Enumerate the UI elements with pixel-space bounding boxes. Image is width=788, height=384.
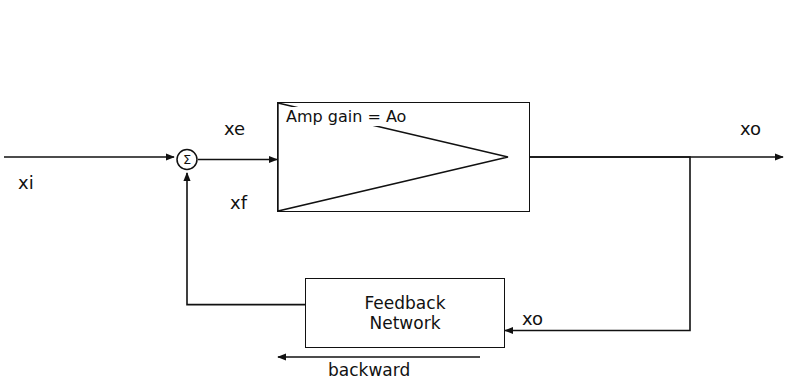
direction-note: backward bbox=[326, 360, 412, 380]
amplifier-triangle bbox=[278, 103, 508, 211]
summing-junction: Σ bbox=[176, 146, 198, 173]
feedback-box: Feedback Network bbox=[305, 278, 505, 348]
signal-name: xi bbox=[16, 172, 36, 193]
input-wire bbox=[4, 156, 174, 158]
signal-name: xf bbox=[228, 192, 249, 213]
signal-connector bbox=[187, 173, 305, 305]
node-label: Feedback Network bbox=[350, 293, 460, 333]
signal-name: xo bbox=[520, 308, 545, 329]
amplifier-box: Amp gain = Ao bbox=[277, 102, 530, 212]
signal-name: xe bbox=[222, 118, 247, 139]
sum-symbol: Σ bbox=[183, 152, 191, 167]
node-label: Amp gain = Ao bbox=[284, 107, 408, 126]
signal-connector bbox=[505, 157, 690, 331]
signal-name: xo bbox=[738, 118, 763, 139]
signal-connector bbox=[198, 159, 277, 161]
direction-arrow bbox=[278, 356, 480, 357]
